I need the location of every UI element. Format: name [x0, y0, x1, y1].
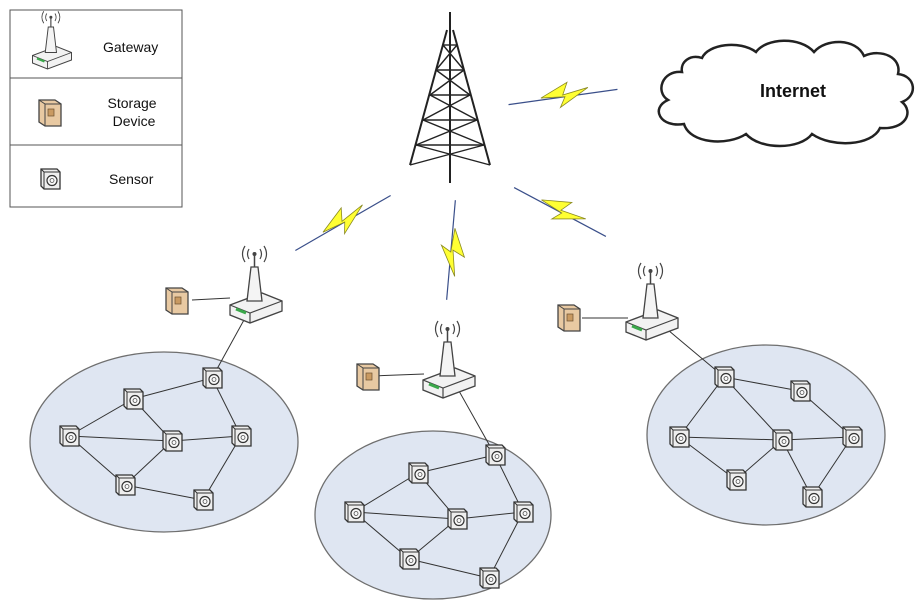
sensor-icon [790, 380, 811, 402]
sensor-icon [162, 430, 183, 452]
sensor-icon [447, 508, 468, 530]
sensor-icon [669, 426, 690, 448]
storage-device-icon [356, 363, 380, 391]
wireless-link-icon [440, 200, 466, 300]
storage-device-icon [557, 304, 581, 332]
gateway-icon [228, 244, 284, 325]
legend: Gateway Storage Device Sensor [9, 9, 183, 208]
sensor-icon [513, 501, 534, 523]
sensor-cluster-right [557, 261, 886, 526]
sensor-icon [399, 548, 420, 570]
storage-device-icon [165, 287, 189, 315]
sensor-icon [115, 474, 136, 496]
network-area [314, 430, 552, 600]
cell-tower-icon [409, 12, 491, 183]
sensor-icon [479, 567, 500, 589]
sensor-cluster-middle [314, 319, 552, 600]
sensor-cluster-left [29, 244, 299, 533]
legend-label-sensor: Sensor [109, 171, 154, 187]
sensor-icon [726, 469, 747, 491]
wireless-link-icon [508, 81, 618, 109]
sensor-icon [344, 501, 365, 523]
sensor-icon [485, 444, 506, 466]
sensor-icon [202, 367, 223, 389]
legend-label-storage: Storage Device [108, 95, 161, 129]
gateway-icon [624, 261, 680, 342]
network-area [646, 344, 886, 526]
sensor-icon [231, 425, 252, 447]
sensor-icon [714, 366, 735, 388]
wireless-link-icon [513, 187, 607, 237]
gateway-icon [421, 319, 477, 400]
cloud-label: Internet [760, 81, 826, 101]
sensor-icon [408, 462, 429, 484]
sensor-icon [40, 168, 61, 190]
storage-device-icon [38, 99, 62, 127]
sensor-icon [123, 388, 144, 410]
wireless-link-icon [295, 194, 391, 252]
sensor-icon [802, 486, 823, 508]
cloud-shape [657, 39, 914, 148]
sensor-icon [842, 426, 863, 448]
internet-cloud: Internet [657, 39, 914, 148]
sensor-icon [59, 425, 80, 447]
sensor-icon [193, 489, 214, 511]
sensor-icon [772, 429, 793, 451]
legend-label-gateway: Gateway [103, 39, 158, 55]
